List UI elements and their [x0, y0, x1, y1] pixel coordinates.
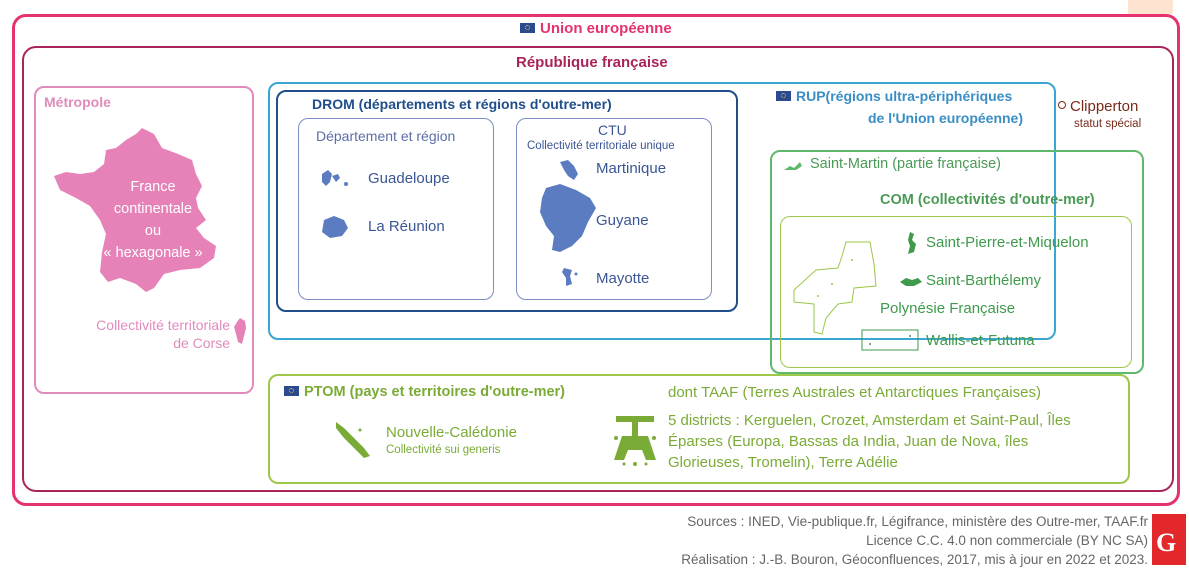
saint-barthelemy-map-icon — [900, 278, 922, 286]
taaf-districts: 5 districts : Kerguelen, Crozet, Amsterd… — [668, 410, 1071, 473]
ctu-title: CTU — [598, 122, 627, 138]
france-map-icon — [54, 128, 216, 292]
mayotte-map-icon — [562, 268, 578, 286]
clipperton-note: statut spécial — [1074, 118, 1142, 130]
spm-map-icon — [908, 232, 916, 254]
ptom-title-text: PTOM (pays et territoires d'outre-mer) — [304, 384, 566, 400]
eu-frame — [12, 14, 1180, 506]
com-frame — [770, 150, 1144, 374]
wallis-futuna-map-icon — [861, 329, 919, 351]
com-title: COM (collectivités d'outre-mer) — [880, 192, 1095, 208]
eu-title: Union européenne — [520, 20, 672, 37]
nc-status: Collectivité sui generis — [386, 444, 501, 456]
ptom-eu-flag-icon — [284, 386, 299, 396]
martinique-label: Martinique — [596, 160, 667, 177]
republic-title: République française — [516, 54, 668, 71]
footer-realisation: Réalisation : J.-B. Bouron, Géoconfluenc… — [681, 552, 1148, 567]
dept-region-title: Département et région — [316, 128, 456, 144]
taaf-title: dont TAAF (Terres Australes et Antarctiq… — [668, 384, 1041, 401]
clipperton-atoll-icon — [1058, 101, 1066, 109]
nouvelle-caledonie-map-icon — [336, 422, 370, 458]
taaf-line-1: 5 districts : Kerguelen, Crozet, Amsterd… — [668, 412, 1071, 429]
corse-label: Collectivité territoriale de Corse — [44, 316, 230, 352]
clipperton-label: Clipperton — [1058, 98, 1138, 115]
rup-title: RUP(régions ultra-périphériques — [776, 88, 1012, 104]
nc-label: Nouvelle-Calédonie — [386, 424, 517, 441]
reunion-label: La Réunion — [368, 218, 445, 235]
france-line-1: France — [130, 179, 176, 195]
saint-martin-map-icon — [784, 162, 802, 170]
saint-martin-label: Saint-Martin (partie française) — [810, 156, 1001, 172]
ctu-subtitle: Collectivité territoriale unique — [527, 140, 675, 152]
martinique-map-icon — [560, 160, 578, 180]
corse-line-1: Collectivité territoriale — [96, 317, 230, 333]
rup-frame — [268, 82, 1056, 340]
guyane-label: Guyane — [596, 212, 649, 229]
dept-region-frame — [298, 118, 494, 300]
wallis-futuna-label: Wallis-et-Futuna — [926, 332, 1035, 349]
taaf-line-2: Éparses (Europa, Bassas da India, Juan d… — [668, 433, 1029, 450]
corse-map-icon — [234, 318, 246, 344]
metropole-frame — [34, 86, 254, 394]
footer-credits: Sources : INED, Vie-publique.fr, Légifra… — [560, 512, 1148, 569]
geoconfluences-logo: G — [1152, 514, 1186, 565]
ptom-frame — [268, 374, 1130, 484]
guadeloupe-label: Guadeloupe — [368, 170, 450, 187]
rup-eu-flag-icon — [776, 91, 791, 101]
spm-label: Saint-Pierre-et-Miquelon — [926, 234, 1089, 251]
com-inner-frame — [780, 216, 1132, 368]
reunion-map-icon — [322, 216, 348, 238]
france-line-2: continentale — [113, 201, 193, 217]
france-label: France continentale ou « hexagonale » — [92, 176, 214, 264]
polynesie-label: Polynésie Française — [880, 300, 1016, 317]
taaf-emblem-icon — [614, 416, 656, 466]
mayotte-label: Mayotte — [596, 270, 650, 287]
france-line-3: ou — [144, 223, 162, 239]
metropole-title: Métropole — [44, 94, 111, 110]
taaf-line-3: Glorieuses, Tromelin), Terre Adélie — [668, 454, 898, 471]
eu-flag-icon — [520, 23, 535, 33]
corse-line-2: de Corse — [173, 335, 230, 351]
republic-frame — [22, 46, 1174, 492]
rup-line-1: RUP(régions ultra-périphériques — [796, 88, 1013, 104]
guadeloupe-map-icon — [322, 170, 348, 186]
drom-title: DROM (départements et régions d'outre-me… — [312, 96, 612, 112]
corner-tab — [1128, 0, 1173, 14]
ctu-frame — [516, 118, 712, 300]
guyane-map-icon — [540, 184, 596, 252]
eu-title-text: Union européenne — [540, 20, 672, 37]
ptom-title: PTOM (pays et territoires d'outre-mer) — [284, 384, 565, 400]
france-line-4: « hexagonale » — [103, 245, 203, 261]
polynesie-map-icon — [793, 241, 877, 335]
footer-sources: Sources : INED, Vie-publique.fr, Légifra… — [687, 514, 1148, 529]
footer-licence: Licence C.C. 4.0 non commerciale (BY NC … — [866, 533, 1148, 548]
rup-line-2: de l'Union européenne) — [868, 110, 1024, 126]
saint-barthelemy-label: Saint-Barthélemy — [926, 272, 1042, 289]
drom-frame — [276, 90, 738, 312]
clipperton-name: Clipperton — [1070, 98, 1139, 115]
